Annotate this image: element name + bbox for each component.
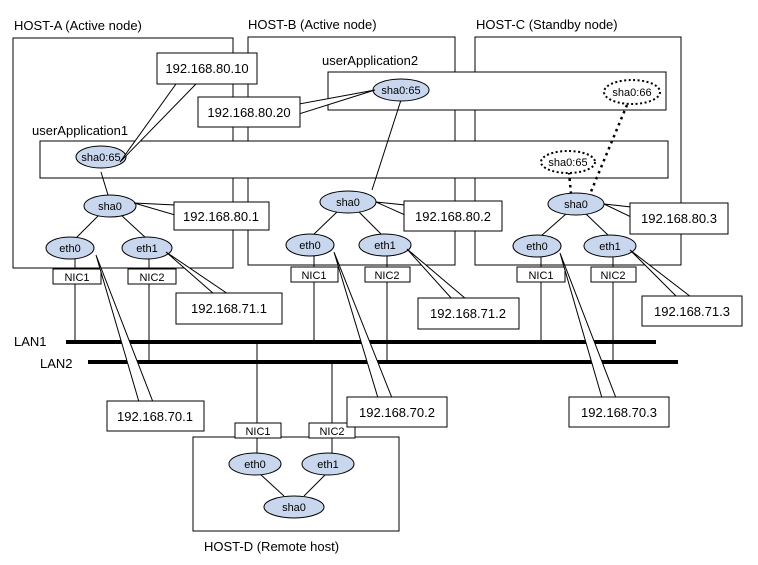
eth0-interface (45, 236, 95, 260)
sha0-b-address: 192.168.80.2 (415, 209, 491, 224)
sha0-c-address: 192.168.80.3 (641, 211, 717, 226)
nic2-label: NIC2 (600, 270, 625, 282)
eth1-label: eth1 (599, 241, 620, 253)
eth1-interface (358, 233, 412, 257)
eth1-interface (121, 236, 173, 260)
vip-a-address: 192.168.80.10 (165, 61, 248, 76)
user-application2-label: userApplication2 (322, 53, 418, 68)
eth1-interface (301, 452, 355, 476)
sha0-label: sha0 (98, 201, 122, 213)
sha0-a-address: 192.168.80.1 (183, 209, 259, 224)
callout-pointer (133, 202, 176, 216)
callout-pointer (375, 201, 406, 216)
link (585, 213, 610, 237)
link (311, 210, 339, 237)
sha0-65-label: sha0:65 (548, 157, 587, 169)
sha0-66-standby-interface (603, 79, 661, 105)
eth1-b-address: 192.168.71.2 (430, 306, 506, 321)
link (540, 213, 567, 237)
eth0-label: eth0 (59, 243, 80, 255)
eth1-a-address: 192.168.71.1 (191, 301, 267, 316)
link-standby (588, 104, 629, 195)
callout-pointer (406, 248, 468, 300)
eth1-label: eth1 (317, 459, 338, 471)
eth0-label: eth0 (526, 241, 547, 253)
link (357, 210, 383, 236)
link (120, 214, 147, 239)
nic1-label: NIC1 (64, 272, 89, 284)
eth1-a-callout (175, 292, 283, 325)
nic2-label: NIC2 (319, 426, 344, 438)
eth0-label: eth0 (244, 459, 265, 471)
sha0-label: sha0 (282, 502, 306, 514)
lan2-label: LAN2 (40, 356, 73, 371)
host-d-title: HOST-D (Remote host) (204, 539, 339, 554)
eth0-interface (228, 452, 282, 476)
eth1-c-callout (641, 295, 743, 327)
sha0-label: sha0 (564, 199, 588, 211)
vip-a-callout (156, 52, 258, 85)
nic2-box (364, 266, 411, 283)
host-b-title: HOST-B (Active node) (248, 17, 377, 32)
sha0-65-label: sha0:65 (381, 85, 420, 97)
nic1-label: NIC1 (245, 426, 270, 438)
nic1-box (290, 266, 339, 283)
eth0-interface (285, 233, 335, 257)
eth1-interface (583, 234, 637, 258)
sha0-a-callout (173, 201, 270, 231)
eth1-label: eth1 (374, 240, 395, 252)
eth0-b-address: 192.168.70.2 (359, 405, 435, 420)
link (100, 171, 109, 196)
nic2-box (127, 268, 177, 285)
sha0-interface (83, 194, 137, 218)
host-c-title: HOST-C (Standby node) (476, 17, 618, 32)
sha0-65-interface (75, 145, 127, 169)
nic2-label: NIC2 (139, 272, 164, 284)
eth0-label: eth0 (299, 240, 320, 252)
eth0-b-callout (346, 396, 448, 428)
sha0-b-callout (403, 200, 503, 232)
sha0-label: sha0 (336, 197, 360, 209)
nic2-label: NIC2 (374, 270, 399, 282)
user-application1-label: userApplication1 (32, 123, 128, 138)
eth0-a-callout (106, 400, 205, 432)
nic2-box (308, 422, 356, 439)
link (259, 473, 285, 497)
eth0-c-address: 192.168.70.3 (581, 405, 657, 420)
sha0-66-label: sha0:66 (612, 87, 651, 99)
vip-b-address: 192.168.80.20 (207, 105, 290, 120)
nic1-label: NIC1 (528, 270, 553, 282)
vip-b-callout (197, 96, 301, 128)
callout-pointer (603, 203, 632, 218)
host-d-box (192, 436, 400, 532)
eth0-a-address: 192.168.70.1 (117, 409, 193, 424)
nic2-box (590, 266, 637, 283)
sha0-interface (263, 495, 325, 519)
eth1-b-callout (417, 297, 520, 330)
link (75, 214, 100, 239)
nic1-box (234, 422, 282, 439)
host-a-title: HOST-A (Active node) (14, 18, 142, 33)
callout-pointer (629, 249, 693, 298)
nic1-box (52, 268, 102, 285)
lan1-label: LAN1 (14, 334, 47, 349)
link (303, 473, 327, 497)
link (371, 99, 402, 191)
eth0-interface (512, 234, 562, 258)
nic1-label: NIC1 (301, 270, 326, 282)
sha0-65-standby-interface (540, 150, 596, 174)
nic1-box (516, 266, 566, 283)
eth0-c-callout (568, 396, 670, 428)
eth1-label: eth1 (136, 243, 157, 255)
sha0-65-label: sha0:65 (81, 152, 120, 164)
sha0-c-callout (629, 202, 729, 235)
eth1-c-address: 192.168.71.3 (654, 304, 730, 319)
